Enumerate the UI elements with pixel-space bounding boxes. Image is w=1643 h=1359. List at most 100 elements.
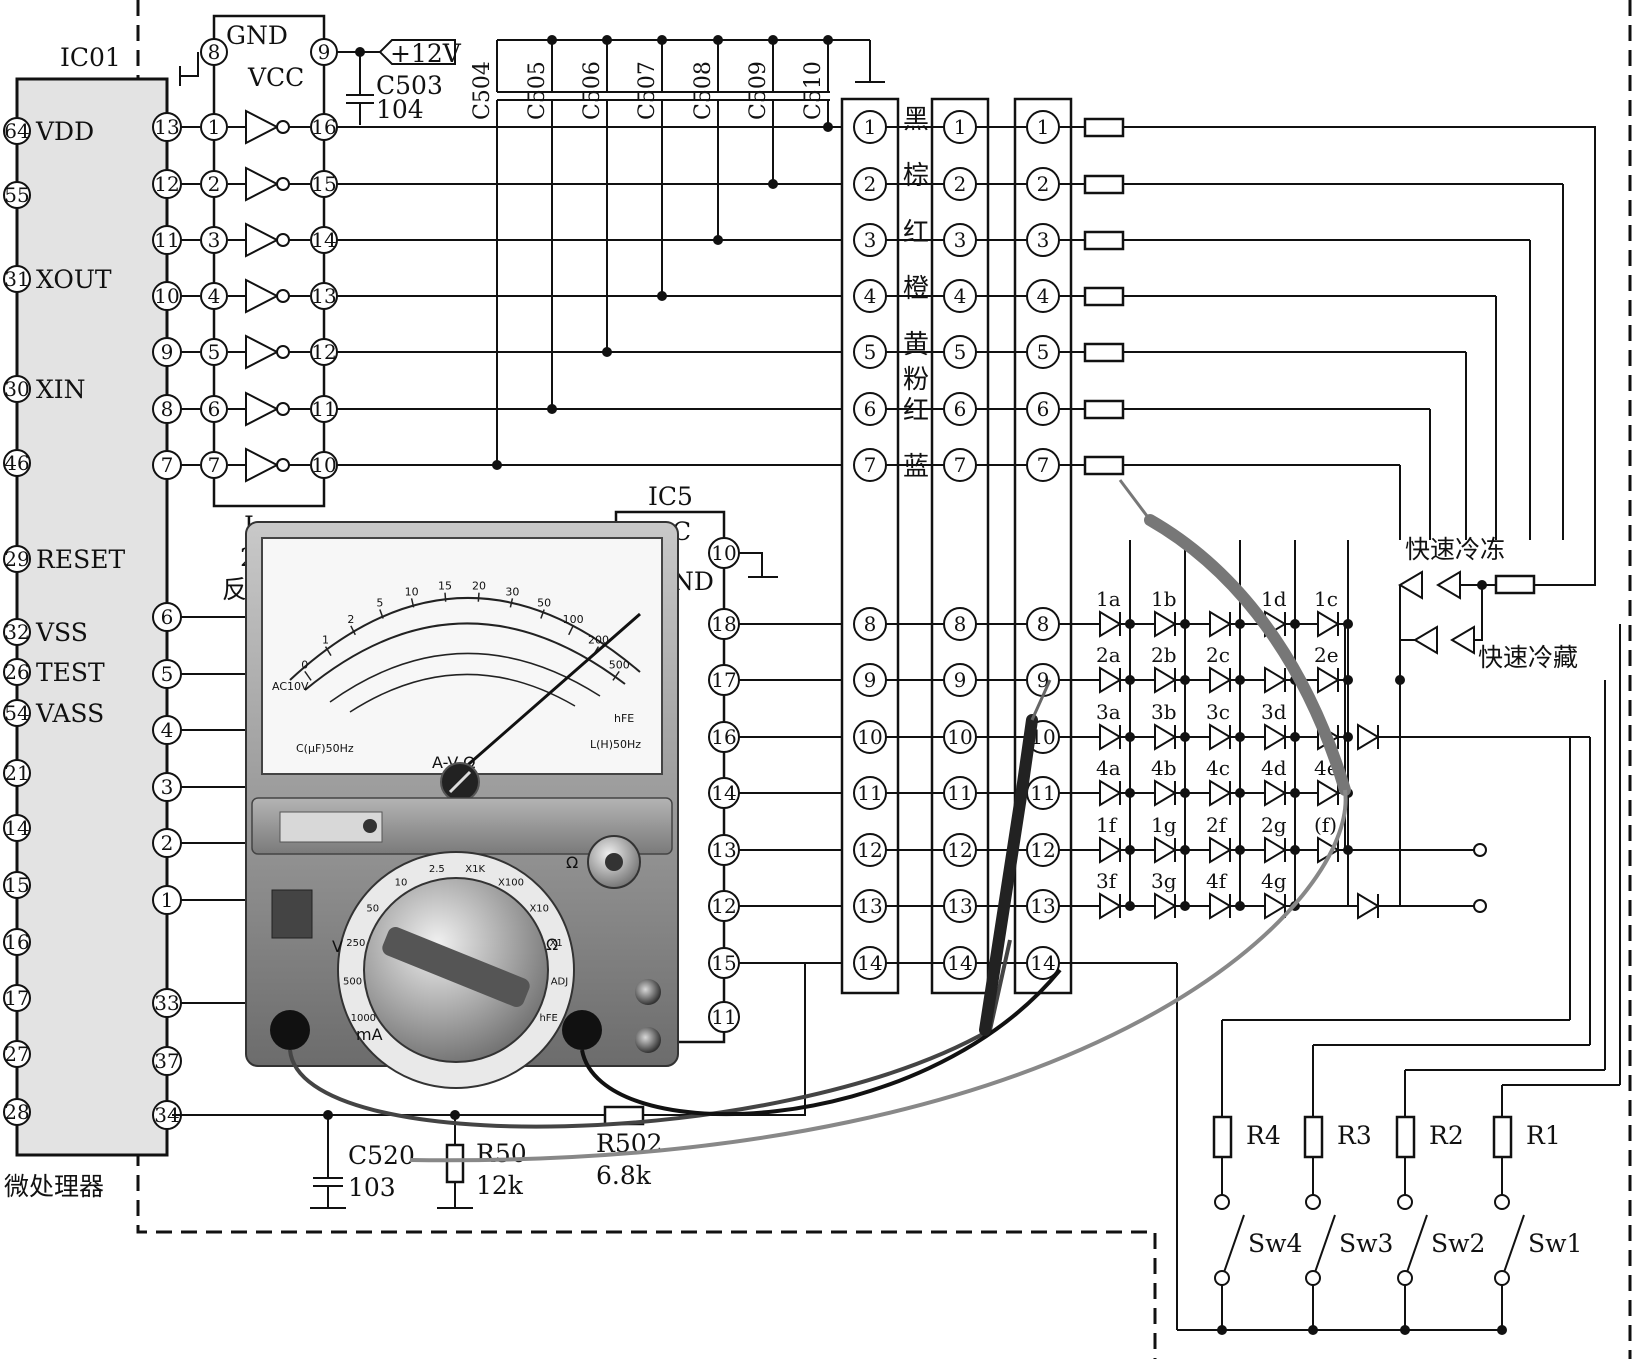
ic01-pin-28: 28 [3, 1098, 31, 1126]
svg-text:55: 55 [4, 183, 29, 207]
switch-contact [1397, 1194, 1413, 1210]
key-resistor-label: R4 [1246, 1121, 1281, 1150]
svg-text:31: 31 [4, 267, 29, 291]
svg-text:13: 13 [857, 894, 882, 918]
range-label-v: V [332, 937, 343, 956]
ic5-pin-16: 16 [708, 721, 740, 753]
svg-text:28: 28 [4, 1100, 29, 1124]
row-diode [1357, 892, 1380, 920]
connector-b-pin-6: 6 [943, 392, 977, 426]
svg-text:13: 13 [947, 894, 972, 918]
connector-b-pin-14: 14 [943, 946, 977, 980]
red-test-lead [580, 968, 1062, 1117]
connector-b-pin-2: 2 [943, 167, 977, 201]
led-diode [1099, 779, 1122, 807]
driver-out-pin-14: 14 [310, 226, 338, 254]
connector-b-pin-9: 9 [943, 663, 977, 697]
svg-text:9: 9 [318, 40, 331, 64]
svg-text:7: 7 [1037, 453, 1050, 477]
quick-freeze-label: 快速冷冻 [1405, 535, 1505, 564]
v-ohm-jack[interactable] [562, 1010, 602, 1050]
svg-text:6: 6 [954, 397, 967, 421]
ic5-pin-10: 10 [708, 537, 740, 569]
black-test-lead [288, 939, 1012, 1129]
led-diode [1209, 610, 1232, 638]
meter-note-cap: C(μF)50Hz [296, 742, 354, 755]
meter-note-l: L(H)50Hz [590, 738, 641, 751]
svg-text:10: 10 [154, 284, 179, 308]
meter-scale-mark: 50 [537, 597, 551, 610]
ic01-pin-label: VSS [35, 618, 88, 647]
black-probe[interactable] [979, 714, 1038, 1036]
switch-contact[interactable] [1214, 1270, 1230, 1286]
ic5-ground [738, 552, 778, 578]
range-label-ohm: Ω [546, 935, 558, 954]
led-label: 3a [1096, 700, 1121, 724]
svg-text:5: 5 [954, 340, 967, 364]
svg-text:17: 17 [711, 668, 736, 692]
svg-text:6: 6 [208, 397, 221, 421]
connector-a-pin-1: 1 [853, 110, 887, 144]
led-diode [1209, 779, 1232, 807]
driver-in-pin-7: 7 [200, 451, 228, 479]
led-diode [1154, 836, 1177, 864]
wire-color-label: 红 [903, 218, 929, 248]
led-diode [1264, 723, 1287, 751]
ic01-pin-label: TEST [36, 658, 105, 687]
driver-in-pin-6: 6 [200, 395, 228, 423]
svg-text:14: 14 [4, 816, 29, 840]
ic01-pin-12: 12 [152, 169, 182, 199]
range-value: 10 [395, 878, 408, 889]
svg-text:14: 14 [311, 228, 336, 252]
switch-contact[interactable] [1305, 1270, 1321, 1286]
connector-a-pin-6: 6 [853, 392, 887, 426]
svg-text:10: 10 [311, 453, 336, 477]
com-jack[interactable] [270, 1010, 310, 1050]
row-diode [1357, 723, 1380, 751]
extra-jack-1[interactable] [635, 979, 661, 1005]
extra-jack-2[interactable] [635, 1027, 661, 1053]
svg-text:1: 1 [954, 115, 967, 139]
svg-text:7: 7 [161, 453, 174, 477]
ic01-pin-46: 46 [3, 449, 31, 477]
led-diode [1154, 892, 1177, 920]
ic01-pin-2: 2 [152, 828, 182, 858]
range-value: X100 [498, 878, 524, 889]
svg-text:16: 16 [311, 115, 336, 139]
ic5-pin-12: 12 [708, 890, 740, 922]
ic5-pin-14: 14 [708, 777, 740, 809]
key-resistor [1395, 1115, 1416, 1159]
switch-contact[interactable] [1397, 1270, 1413, 1286]
ic01-pin-37: 37 [152, 1046, 182, 1076]
meter-needle [461, 612, 641, 772]
ic5-pin-18: 18 [708, 608, 740, 640]
svg-text:18: 18 [711, 612, 736, 636]
led-label: 1a [1096, 587, 1121, 611]
ic01-pin-label: XIN [36, 375, 86, 404]
switch-contact[interactable] [1494, 1270, 1510, 1286]
svg-text:14: 14 [857, 951, 882, 975]
wire-color-label: 棕 [903, 161, 929, 191]
junction-dot [768, 179, 778, 189]
svg-text:11: 11 [311, 397, 336, 421]
connector-c-pin-2: 2 [1026, 167, 1060, 201]
ic01-pin-64: 64 [3, 117, 31, 145]
capacitor-label: C507 [635, 61, 660, 120]
quick-cool-indicator: 快速冷藏 [1395, 585, 1578, 685]
driver-gnd-label: GND [226, 21, 288, 50]
wire-color-label: 红 [903, 396, 929, 426]
svg-text:54: 54 [4, 701, 29, 725]
connector-c-pin-9: 9 [1026, 663, 1060, 697]
driver-in-pin-1: 1 [200, 113, 228, 141]
key-resistor [1212, 1115, 1233, 1159]
range-value: 500 [343, 976, 362, 987]
red-probe[interactable] [1144, 514, 1351, 796]
svg-text:5: 5 [864, 340, 877, 364]
connector-c-pin-10: 10 [1026, 720, 1060, 754]
meter-note-hfe: hFE [614, 712, 634, 725]
svg-text:2: 2 [864, 172, 877, 196]
capacitor-label: C504 [470, 61, 495, 120]
connector-a-pin-2: 2 [853, 167, 887, 201]
range-selector-knob[interactable] [380, 925, 532, 1010]
